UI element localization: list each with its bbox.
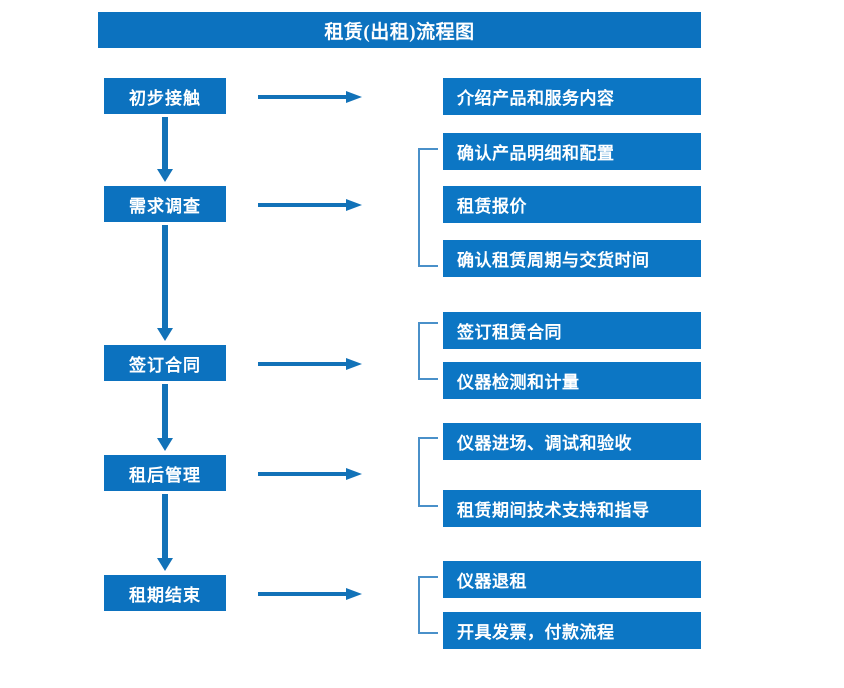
arrow-down-icon-post-to-end: [157, 494, 173, 571]
bracket-needs-survey-group: [418, 148, 438, 267]
bracket-post-rental-group: [418, 437, 438, 507]
detail-box-confirm-product-details[interactable]: 确认产品明细和配置: [443, 133, 701, 170]
detail-box-instrument-inspection[interactable]: 仪器检测和计量: [443, 362, 701, 399]
detail-box-confirm-period-delivery[interactable]: 确认租赁周期与交货时间: [443, 240, 701, 277]
detail-box-technical-support[interactable]: 租赁期间技术支持和指导: [443, 490, 701, 527]
stage-box-post-rental-management[interactable]: 租后管理: [104, 455, 226, 491]
arrow-right-icon-sign-contract: [258, 358, 362, 370]
arrow-right-icon-needs-survey: [258, 199, 362, 211]
bracket-rental-end-group: [418, 576, 438, 634]
arrow-down-icon-contract-to-post: [157, 384, 173, 451]
detail-box-instrument-entry-commissioning[interactable]: 仪器进场、调试和验收: [443, 423, 701, 460]
detail-box-instrument-return[interactable]: 仪器退租: [443, 561, 701, 598]
arrow-right-icon-post-rental: [258, 468, 362, 480]
arrow-right-icon-initial-contact: [258, 91, 362, 103]
page-title: 租赁(出租)流程图: [98, 12, 701, 48]
detail-box-rental-quotation[interactable]: 租赁报价: [443, 186, 701, 223]
arrow-down-icon-contact-to-survey: [157, 117, 173, 182]
detail-box-introduce-products[interactable]: 介绍产品和服务内容: [443, 78, 701, 115]
bracket-sign-contract-group: [418, 322, 438, 380]
stage-box-sign-contract[interactable]: 签订合同: [104, 345, 226, 381]
arrow-down-icon-survey-to-contract: [157, 225, 173, 341]
stage-box-needs-survey[interactable]: 需求调查: [104, 186, 226, 222]
detail-box-invoice-payment[interactable]: 开具发票，付款流程: [443, 612, 701, 649]
stage-box-initial-contact[interactable]: 初步接触: [104, 78, 226, 114]
detail-box-sign-rental-contract[interactable]: 签订租赁合同: [443, 312, 701, 349]
stage-box-rental-end[interactable]: 租期结束: [104, 575, 226, 611]
arrow-right-icon-rental-end: [258, 588, 362, 600]
